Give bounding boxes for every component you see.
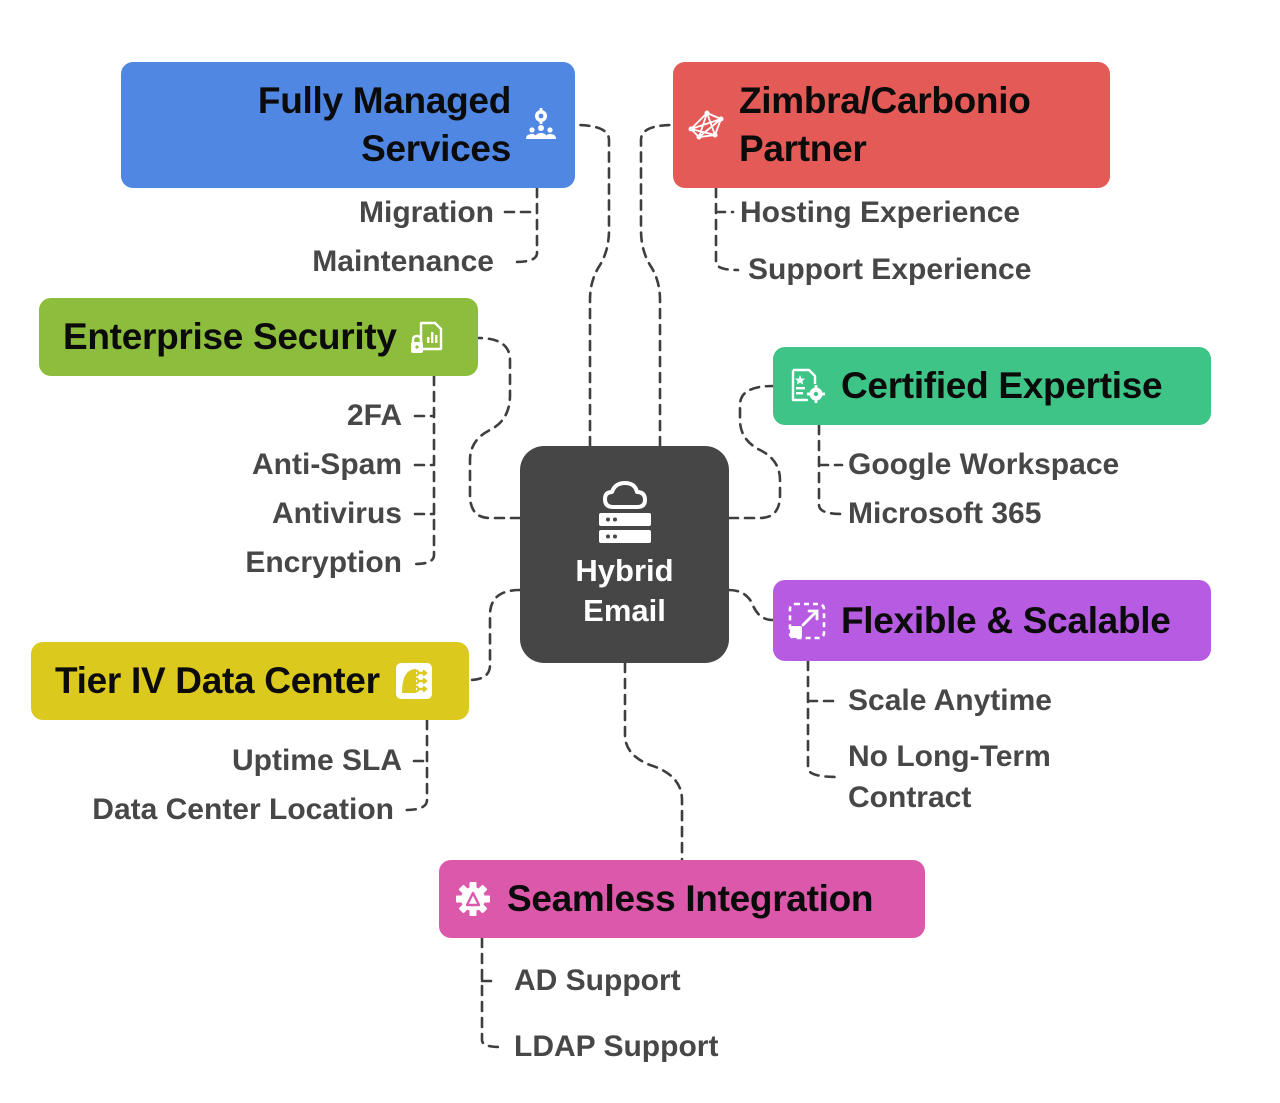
- branch-title: Flexible & Scalable: [841, 599, 1171, 641]
- branch-title: Certified Expertise: [841, 365, 1163, 406]
- leaf-google-workspace: Google Workspace: [848, 448, 1120, 481]
- branch-title: Partner: [739, 128, 867, 169]
- leaf-migration: Migration: [359, 196, 494, 229]
- leaf-anti-spam: Anti-Spam: [252, 448, 402, 481]
- leaf-scale-anytime: Scale Anytime: [848, 684, 1052, 717]
- branch-zimbra-carbonio-partner[interactable]: Zimbra/Carbonio Partner: [673, 62, 1110, 188]
- connector-fully-managed-children: [503, 186, 539, 264]
- leaf-encryption: Encryption: [245, 546, 402, 579]
- leaf-maintenance: Maintenance: [312, 245, 494, 278]
- leaf-uptime-sla: Uptime SLA: [231, 744, 402, 777]
- connector-center-zimbra: [639, 123, 675, 448]
- connector-center-fully-managed: [573, 123, 611, 448]
- leaf-hosting-experience: Hosting Experience: [740, 196, 1021, 229]
- leaf-support-experience: Support Experience: [748, 253, 1032, 286]
- branch-title: Zimbra/Carbonio: [739, 80, 1031, 121]
- leaf-ad-support: AD Support: [514, 964, 681, 997]
- branch-tier-iv-data-center[interactable]: Tier IV Data Center: [31, 642, 469, 720]
- resize-arrow-icon: [787, 601, 827, 641]
- center-title: Email: [583, 592, 666, 628]
- branch-fully-managed-services[interactable]: Fully Managed Services: [121, 62, 575, 188]
- connector-certified-children: [817, 423, 844, 516]
- leaf-antivirus: Antivirus: [271, 497, 402, 530]
- cloud-server-icon: [595, 479, 655, 545]
- connector-zimbra-children: [714, 186, 740, 272]
- connector-tier-children: [404, 718, 429, 812]
- leaf-contract: Contract: [848, 781, 972, 814]
- network-mesh-icon: [687, 105, 727, 145]
- branch-flexible-scalable[interactable]: Flexible & Scalable: [773, 580, 1211, 661]
- branch-certified-expertise[interactable]: Certified Expertise: [773, 347, 1211, 425]
- branch-enterprise-security[interactable]: Enterprise Security: [39, 298, 478, 376]
- connector-center-flexible: [727, 588, 775, 622]
- leaf-microsoft-365: Microsoft 365: [848, 497, 1042, 530]
- gear-integration-icon: [453, 879, 493, 919]
- leaf-data-center-location: Data Center Location: [92, 793, 394, 826]
- connector-flexible-children: [806, 659, 840, 779]
- connector-security-children: [413, 374, 436, 566]
- certificate-gear-icon: [787, 366, 827, 406]
- branch-title: Services: [361, 128, 511, 169]
- branch-title: Enterprise Security: [63, 316, 397, 357]
- branch-title: Seamless Integration: [507, 878, 874, 919]
- center-title: Hybrid: [575, 552, 674, 588]
- branch-title: Fully Managed: [257, 80, 511, 121]
- leaf-no-long-term: No Long-Term: [848, 740, 1051, 773]
- connector-seamless-children: [480, 936, 502, 1049]
- lock-document-chart-icon: [407, 317, 447, 357]
- team-gear-icon: [521, 105, 561, 145]
- branch-title: Tier IV Data Center: [55, 660, 380, 701]
- leaf-ldap-support: LDAP Support: [514, 1030, 719, 1063]
- data-center-icon: [394, 661, 434, 701]
- branch-seamless-integration[interactable]: Seamless Integration: [439, 860, 925, 938]
- leaf-2fa: 2FA: [346, 399, 402, 432]
- center-node-hybrid-email[interactable]: Hybrid Email: [520, 446, 729, 663]
- connector-center-seamless: [623, 661, 684, 862]
- connector-center-tier: [467, 588, 522, 682]
